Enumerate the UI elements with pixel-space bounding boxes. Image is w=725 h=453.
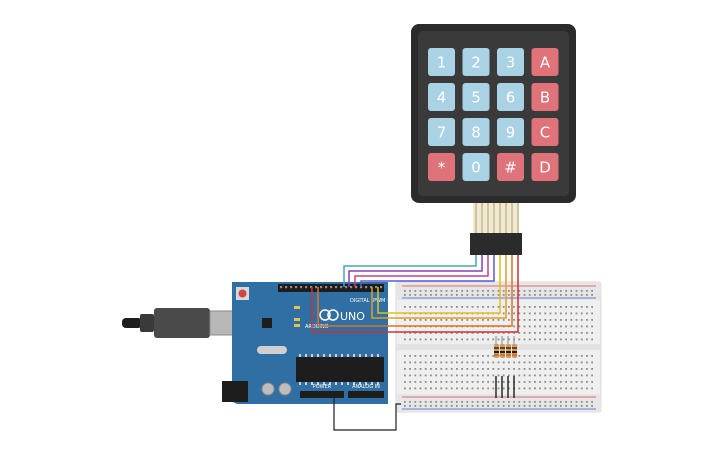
wire-blue [360,255,495,287]
key-label: 0 [471,159,481,177]
key-label: # [504,159,517,177]
key-label: 7 [437,124,447,142]
key-4[interactable]: 4 [428,83,455,111]
usb-cable [122,308,235,338]
keypad: 1 2 3 A 4 5 6 B 7 8 9 C * 0 # D [411,24,576,255]
key-cap[interactable] [428,48,455,76]
analog-label: ANALOG IN [352,384,380,390]
resistors [494,336,517,398]
key-6[interactable]: 6 [497,83,524,111]
wire-purple [348,255,483,287]
key-cap[interactable] [497,118,524,146]
key-5[interactable]: 5 [462,83,490,111]
key-label: 3 [506,54,516,72]
reset-button-cap[interactable] [238,289,247,298]
wire-cyan [343,255,477,287]
key-3[interactable]: 3 [497,48,524,76]
key-label: D [539,159,551,177]
key-b[interactable]: B [531,83,559,111]
resistor-4 [512,336,517,398]
key-cap[interactable] [497,83,524,111]
key-cap[interactable] [428,83,455,111]
key-label: 6 [506,89,516,107]
key-0[interactable]: 0 [462,153,490,181]
key-label: B [540,89,550,107]
key-cap[interactable] [428,153,455,181]
keypad-connector [470,233,522,255]
wire-red [311,255,519,333]
keypad-keys: 1 2 3 A 4 5 6 B 7 8 9 C * 0 # D [428,48,559,181]
key-cap[interactable] [531,48,559,76]
capacitor-1 [261,382,275,396]
led-rx [294,324,300,327]
power-label: POWER [313,384,332,390]
keypad-face [418,31,569,196]
wires [311,255,519,333]
key-d[interactable]: D [531,153,559,181]
ground-wire [333,398,401,431]
analog-header [348,391,384,398]
dc-power-jack [222,381,248,402]
key-cap[interactable] [462,83,490,111]
wire-yellow [377,255,501,314]
key-cap[interactable] [462,118,490,146]
key-label: 1 [437,54,447,72]
wire-yellow-2 [371,255,507,319]
key-2[interactable]: 2 [462,48,490,76]
arduino-logo [319,309,339,321]
key-cap[interactable] [497,153,524,181]
key-label: 9 [506,124,516,142]
led-l [294,306,300,309]
key-cap[interactable] [497,48,524,76]
key-label: 2 [471,54,481,72]
key-cap[interactable] [531,83,559,111]
key-cap[interactable] [428,118,455,146]
resistor-3 [506,336,511,398]
digital-pins [280,286,383,289]
key-cap[interactable] [462,153,490,181]
uno-label: UNO [340,310,365,323]
capacitor-2 [278,382,292,396]
keypad-ribbon [470,203,522,255]
key-7[interactable]: 7 [428,118,455,146]
key-label: * [438,159,446,177]
key-hash[interactable]: # [497,153,524,181]
atmega-chip [296,357,384,382]
key-star[interactable]: * [428,153,455,181]
key-cap[interactable] [531,153,559,181]
led-tx [294,318,300,321]
key-9[interactable]: 9 [497,118,524,146]
key-c[interactable]: C [531,118,559,146]
wire-orange [317,255,513,327]
key-1[interactable]: 1 [428,48,455,76]
key-8[interactable]: 8 [462,118,490,146]
key-label: 8 [471,124,481,142]
arduino-label: ARDUINO [305,324,329,330]
key-label: C [540,124,550,142]
key-label: 5 [471,89,481,107]
key-label: A [540,54,551,72]
key-a[interactable]: A [531,48,559,76]
arduino-uno: DIGITAL (PWM ~) UNO ARDUINO POWER ANALOG… [122,282,393,404]
power-header [300,391,344,398]
resistor-2 [500,336,505,398]
chip-legs [299,354,379,385]
key-cap[interactable] [531,118,559,146]
key-cap[interactable] [462,48,490,76]
key-label: 4 [437,89,447,107]
icsp-header [262,318,272,328]
wire-magenta [354,255,489,287]
resistor-1 [494,336,499,398]
crystal [257,346,287,354]
